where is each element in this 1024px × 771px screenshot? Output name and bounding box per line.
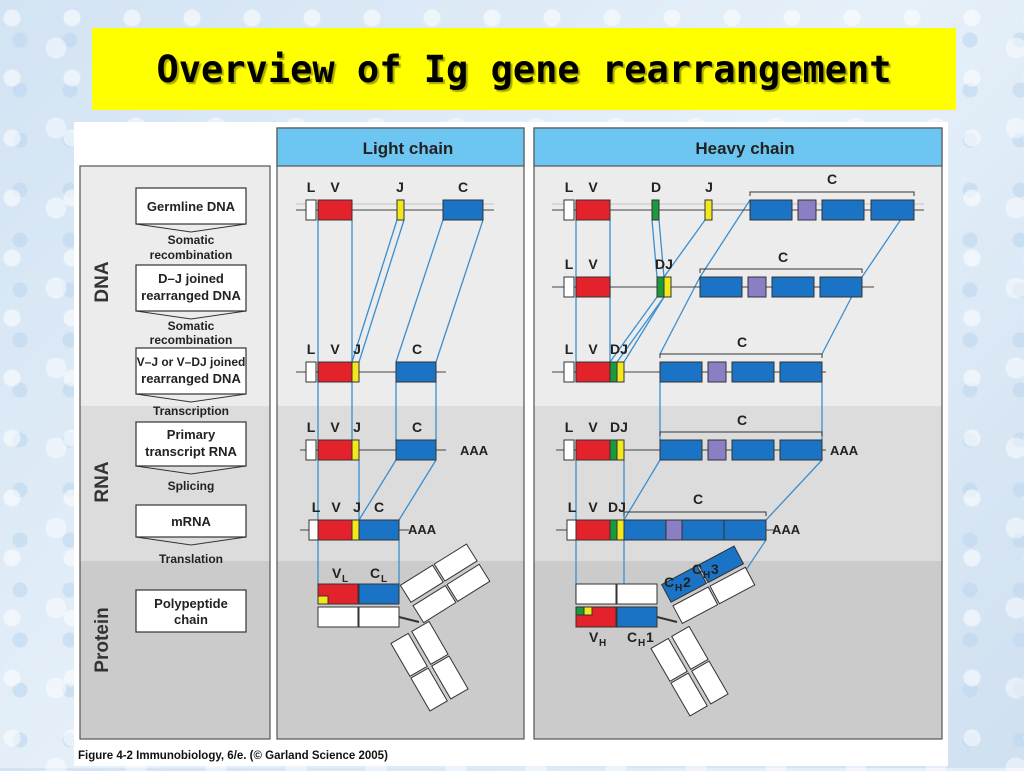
light-C-label: C xyxy=(458,179,468,195)
heavy-chain-title: Heavy chain xyxy=(695,139,794,158)
heavy-d-segment xyxy=(651,199,660,221)
light-v-segment xyxy=(317,199,353,221)
box-germline-label: Germline DNA xyxy=(147,199,236,214)
heavy-CH1-sub: H xyxy=(638,638,645,649)
box-vj-label-1: V–J or V–DJ joined xyxy=(137,355,246,369)
box-dj-label-1: D–J joined xyxy=(158,271,224,286)
heavy-rna-L-label: L xyxy=(565,419,574,435)
light-j-segment xyxy=(396,199,405,221)
box-germline-dna xyxy=(135,187,247,225)
heavy-V-label: V xyxy=(588,179,598,195)
light-J-label: J xyxy=(396,179,404,195)
heavy-CH3-sub: H xyxy=(703,570,710,581)
light-mrna-polyA: AAA xyxy=(408,522,437,537)
light-rna-polyA: AAA xyxy=(460,443,489,458)
light-mrna-C-label: C xyxy=(374,499,384,515)
heavy-c-segment xyxy=(749,199,793,221)
heavy-dj-C-label: C xyxy=(778,249,788,265)
box-vj-joined xyxy=(135,347,247,395)
light-vj-V-label: V xyxy=(330,341,340,357)
figure-caption: Figure 4-2 Immunobiology, 6/e. (© Garlan… xyxy=(78,750,388,762)
heavy-rna-V-label: V xyxy=(588,419,598,435)
heavy-CH1-num: 1 xyxy=(646,629,654,645)
slide-title: Overview of Ig gene rearrangement xyxy=(156,47,892,91)
heavy-CH3-num: 3 xyxy=(711,561,719,577)
heavy-VH-sub: H xyxy=(599,638,606,649)
box-mrna-label: mRNA xyxy=(171,514,211,529)
box-primary-label-1: Primary xyxy=(167,427,216,442)
box-vj-label-2: rearranged DNA xyxy=(141,371,241,386)
light-mrna-V-label: V xyxy=(331,499,341,515)
heavy-D-label: D xyxy=(651,179,661,195)
heavy-mrna-DJ-label: DJ xyxy=(608,499,626,515)
light-vj-L-label: L xyxy=(307,341,316,357)
heavy-vdj-V-label: V xyxy=(588,341,598,357)
ig-rearrangement-figure: Light chain Heavy chain DNA RNA Protein … xyxy=(74,122,948,766)
heavy-VH-label: V xyxy=(589,629,599,645)
box-dj-joined xyxy=(135,264,247,312)
heavy-CH2-num: 2 xyxy=(683,574,691,590)
step-splicing: Splicing xyxy=(168,479,215,493)
heavy-L-label: L xyxy=(565,179,574,195)
light-vj-C-label: C xyxy=(412,341,422,357)
step-somatic-1b: recombination xyxy=(150,248,233,262)
heavy-chain-antibody xyxy=(575,545,756,717)
heavy-dj-DJ-label: DJ xyxy=(655,256,673,272)
heavy-v-segment xyxy=(575,199,611,221)
heavy-C-label: C xyxy=(827,171,837,187)
heavy-mrna-C-label: C xyxy=(693,491,703,507)
heavy-mrna-polyA: AAA xyxy=(772,522,801,537)
heavy-J-label: J xyxy=(705,179,713,195)
section-label-protein: Protein xyxy=(92,607,113,672)
step-transcription: Transcription xyxy=(153,404,229,418)
heavy-chain-header xyxy=(533,127,943,167)
light-rna-L-label: L xyxy=(307,419,316,435)
light-c-segment xyxy=(442,199,484,221)
heavy-dj-V-label: V xyxy=(588,256,598,272)
heavy-j-segment xyxy=(704,199,713,221)
light-CL-label: C xyxy=(370,565,380,581)
step-somatic-2b: recombination xyxy=(150,333,233,347)
light-vj-J-label: J xyxy=(353,341,361,357)
heavy-CH2-label: C xyxy=(664,574,674,590)
heavy-vdj-C-label: C xyxy=(737,334,747,350)
heavy-CH2-sub: H xyxy=(675,583,682,594)
heavy-rna-C-label: C xyxy=(737,412,747,428)
heavy-rna-DJ-label: DJ xyxy=(610,419,628,435)
box-primary-label-2: transcript RNA xyxy=(145,444,237,459)
heavy-mrna-L-label: L xyxy=(568,499,577,515)
light-rna-V-label: V xyxy=(330,419,340,435)
light-chain-header xyxy=(276,127,525,167)
light-L-label: L xyxy=(307,179,316,195)
box-polypeptide xyxy=(135,589,247,633)
light-rna-J-label: J xyxy=(353,419,361,435)
light-VL-sub: L xyxy=(342,574,348,585)
heavy-mrna-V-label: V xyxy=(588,499,598,515)
heavy-vdj-DJ-label: DJ xyxy=(610,341,628,357)
slide-title-bar: Overview of Ig gene rearrangement xyxy=(92,28,956,110)
step-somatic-2a: Somatic xyxy=(168,319,215,333)
light-chain-antibody xyxy=(317,543,491,712)
light-chain-title: Light chain xyxy=(363,139,454,158)
box-primary-transcript xyxy=(135,421,247,467)
box-poly-label-1: Polypeptide xyxy=(154,596,228,611)
light-mrna-L-label: L xyxy=(312,499,321,515)
section-label-rna: RNA xyxy=(92,461,113,502)
box-poly-label-2: chain xyxy=(174,612,208,627)
section-label-dna: DNA xyxy=(92,261,113,302)
step-translation: Translation xyxy=(159,552,223,566)
heavy-rna-polyA: AAA xyxy=(830,443,859,458)
heavy-CH3-label: C xyxy=(692,561,702,577)
light-CL-sub: L xyxy=(381,574,387,585)
step-somatic-1a: Somatic xyxy=(168,233,215,247)
light-VL-label: V xyxy=(332,565,342,581)
light-V-label: V xyxy=(330,179,340,195)
light-mrna-J-label: J xyxy=(353,499,361,515)
heavy-vdj-L-label: L xyxy=(565,341,574,357)
light-rna-C-label: C xyxy=(412,419,422,435)
heavy-dj-L-label: L xyxy=(565,256,574,272)
box-dj-label-2: rearranged DNA xyxy=(141,288,241,303)
heavy-CH1-label: C xyxy=(627,629,637,645)
box-mrna xyxy=(135,504,247,538)
